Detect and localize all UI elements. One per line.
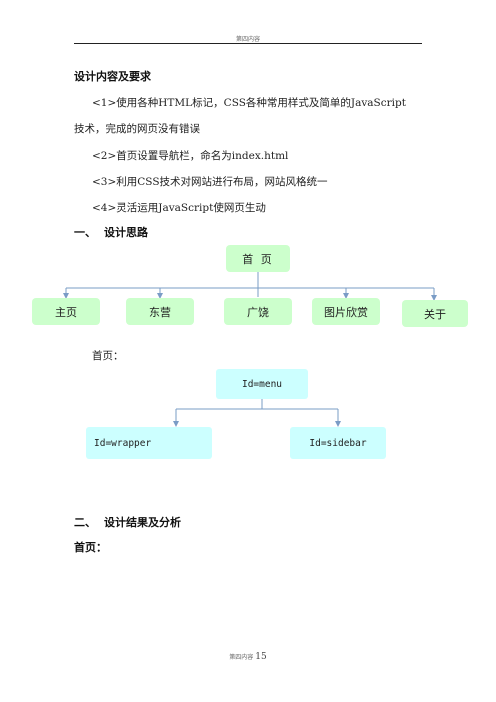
section1-number: 一、: [74, 226, 96, 239]
layout-root-menu: Id=menu: [216, 369, 308, 399]
header-rule: [74, 43, 422, 44]
requirement-3: <3>利用CSS技术对网站进行布局，网站风格统一: [92, 176, 328, 188]
nav-child-home: 主页: [32, 298, 100, 325]
page-footer: 第四内容 15: [0, 652, 496, 662]
requirements-heading: 设计内容及要求: [74, 70, 151, 83]
requirement-4: <4>灵活运用JavaScript使网页生动: [92, 202, 266, 214]
layout-child-sidebar: Id=sidebar: [290, 427, 386, 459]
requirement-2: <2>首页设置导航栏，命名为index.html: [92, 150, 289, 162]
section1-title: 设计思路: [104, 226, 148, 239]
requirement-1-line-1: <1>使用各种HTML标记，CSS各种常用样式及简单的JavaScript: [92, 97, 406, 109]
page-header: 第四内容: [235, 36, 260, 43]
footer-text: 第四内容: [229, 654, 254, 661]
nav-child-about: 关于: [402, 300, 468, 327]
section2-title: 设计结果及分析: [104, 516, 181, 529]
page-number: 15: [255, 652, 267, 662]
nav-child-gallery: 图片欣赏: [312, 298, 380, 325]
nav-child-dongying: 东营: [126, 298, 194, 325]
nav-child-guangrao: 广饶: [224, 298, 292, 325]
nav-root-box: 首 页: [226, 245, 290, 272]
homepage-label: 首页：: [92, 350, 124, 362]
section2-number: 二、: [74, 516, 96, 529]
requirement-1-line-2: 技术，完成的网页没有错误: [74, 123, 200, 135]
layout-child-wrapper: Id=wrapper: [86, 427, 212, 459]
homepage-label-2: 首页：: [74, 541, 107, 554]
